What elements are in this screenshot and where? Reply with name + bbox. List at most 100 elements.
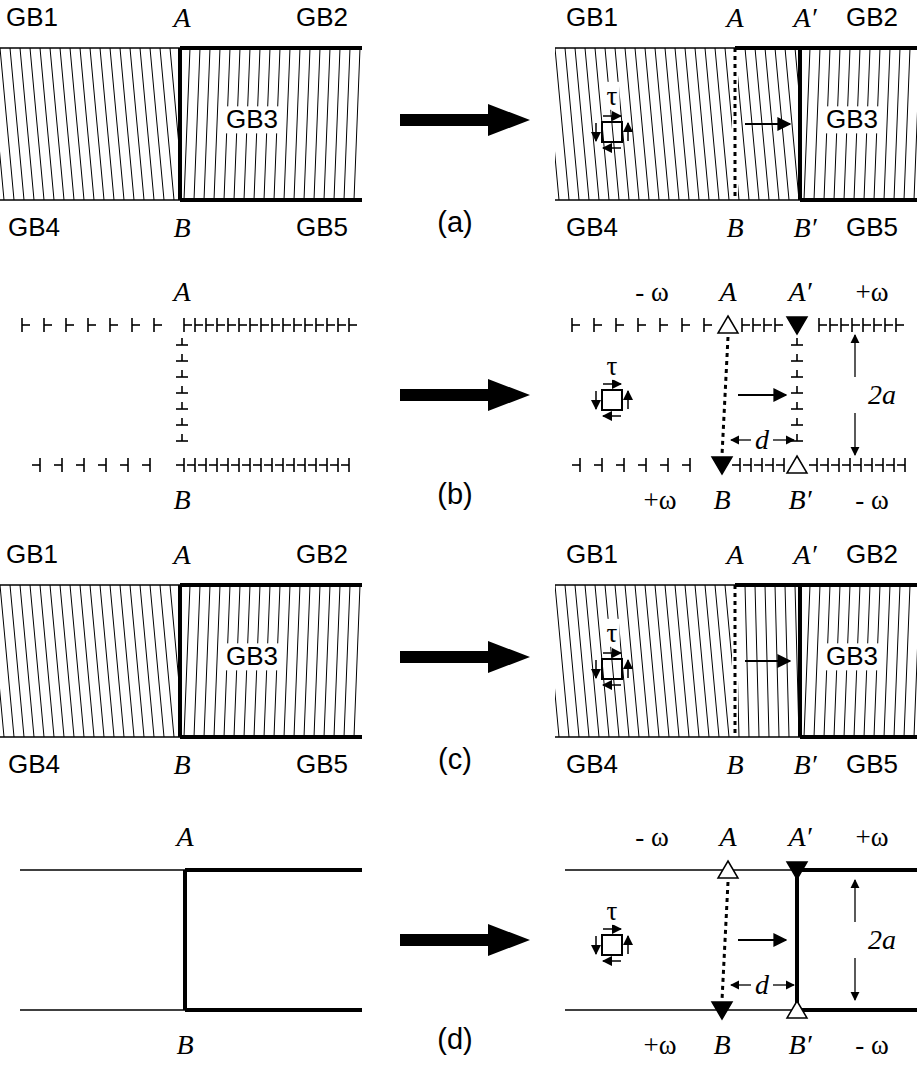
dislocation-stroke: [704, 324, 712, 326]
lattice-line: [334, 48, 340, 200]
lattice-line: [904, 48, 910, 200]
dislocation-stroke: [54, 464, 62, 466]
lattice-line: [814, 585, 820, 737]
grain-boundary: [0, 584, 180, 586]
point-label: B: [171, 213, 192, 242]
grain-hatching: [555, 585, 735, 737]
dislocation-symbol: [704, 318, 712, 332]
grain-boundary: [800, 735, 917, 739]
dislocation-symbol: [791, 418, 803, 425]
dislocation-symbol: [791, 386, 803, 393]
dislocation-stroke: [853, 464, 861, 466]
lattice-line: [804, 585, 810, 737]
dislocation-stroke: [863, 324, 871, 326]
migration-arrow: [738, 939, 786, 941]
dislocation-symbol: [110, 318, 118, 332]
dislocation-symbol: [885, 318, 893, 332]
dislocation-stroke: [66, 324, 74, 326]
boundary-label: GB3: [224, 643, 280, 670]
dislocation-symbol: [638, 318, 646, 332]
positive-disclination: [712, 1002, 732, 1019]
dislocation-symbol: [154, 318, 162, 332]
disclination-label: +ω: [642, 486, 679, 514]
dislocation-symbol: [853, 458, 861, 472]
dimension-arrow: [854, 880, 855, 922]
boundary-label: GB4: [564, 214, 620, 241]
dislocation-symbol: [22, 318, 30, 332]
disclination-label: - ω: [853, 486, 891, 514]
shear-arrow: [603, 928, 621, 930]
dislocation-stroke: [181, 418, 183, 425]
shear-stress-element: [602, 935, 622, 955]
dislocation-stroke: [261, 324, 269, 326]
dislocation-stroke: [195, 324, 203, 326]
dislocation-symbol: [220, 458, 228, 472]
dislocation-symbol: [184, 318, 192, 332]
dislocation-stroke: [181, 434, 183, 441]
dislocation-stroke: [305, 324, 313, 326]
boundary-label: GB1: [564, 541, 620, 568]
dimension-arrow: [854, 335, 855, 377]
grain-hatching: [800, 585, 917, 737]
lattice-line: [904, 585, 910, 737]
dislocation-symbol: [341, 458, 349, 472]
grain-boundary: [183, 870, 187, 1010]
point-label: B′: [791, 750, 818, 779]
boundary-label: GB4: [6, 214, 62, 241]
boundary-label: GB3: [224, 106, 280, 133]
shear-arrow: [603, 383, 621, 385]
dislocation-symbol: [875, 458, 883, 472]
shear-arrow: [595, 936, 597, 954]
dislocation-stroke: [187, 464, 195, 466]
lattice-line: [324, 48, 330, 200]
dislocation-stroke: [181, 354, 183, 361]
lattice-line: [170, 585, 180, 737]
dislocation-symbol: [98, 458, 106, 472]
dislocation-symbol: [616, 318, 624, 332]
grain-boundary: [795, 870, 799, 1010]
dislocation-symbol: [874, 318, 882, 332]
dislocation-symbol: [897, 458, 905, 472]
dislocation-symbol: [742, 318, 750, 332]
shear-stress-element: [602, 390, 622, 410]
dislocation-symbol: [327, 318, 335, 332]
dislocation-symbol: [176, 370, 188, 377]
grain-boundary: [185, 868, 362, 872]
point-label: A: [174, 822, 195, 851]
dislocation-stroke: [327, 324, 335, 326]
dislocation-stroke: [220, 464, 228, 466]
lattice-line: [184, 48, 190, 200]
dislocation-stroke: [297, 464, 305, 466]
dislocation-stroke: [44, 324, 52, 326]
dislocation-stroke: [110, 324, 118, 326]
dislocation-stroke: [796, 402, 798, 409]
lattice-line: [894, 585, 900, 737]
dislocation-stroke: [753, 324, 761, 326]
dislocation-stroke: [796, 338, 798, 345]
dislocation-symbol: [791, 402, 803, 409]
dislocation-stroke: [206, 324, 214, 326]
dislocation-symbol: [830, 318, 838, 332]
dislocation-stroke: [660, 464, 668, 466]
dislocation-stroke: [76, 464, 84, 466]
dislocation-stroke: [682, 324, 690, 326]
dislocation-symbol: [44, 318, 52, 332]
dislocation-stroke: [32, 464, 40, 466]
dislocation-stroke: [660, 324, 668, 326]
dislocation-stroke: [132, 324, 140, 326]
point-label: A′: [791, 3, 818, 32]
lattice-line: [914, 48, 917, 200]
shear-arrow: [627, 936, 629, 954]
dislocation-symbol: [764, 318, 772, 332]
lattice-line: [725, 585, 735, 737]
boundary-label: GB1: [4, 541, 60, 568]
lattice-line: [344, 585, 350, 737]
dislocation-symbol: [272, 318, 280, 332]
dislocation-symbol: [120, 458, 128, 472]
grain-boundary: [555, 736, 800, 738]
dislocation-stroke: [250, 324, 258, 326]
lattice-line: [324, 585, 330, 737]
process-arrow: [400, 641, 530, 673]
lattice-line: [795, 48, 800, 200]
negative-disclination: [718, 316, 738, 333]
